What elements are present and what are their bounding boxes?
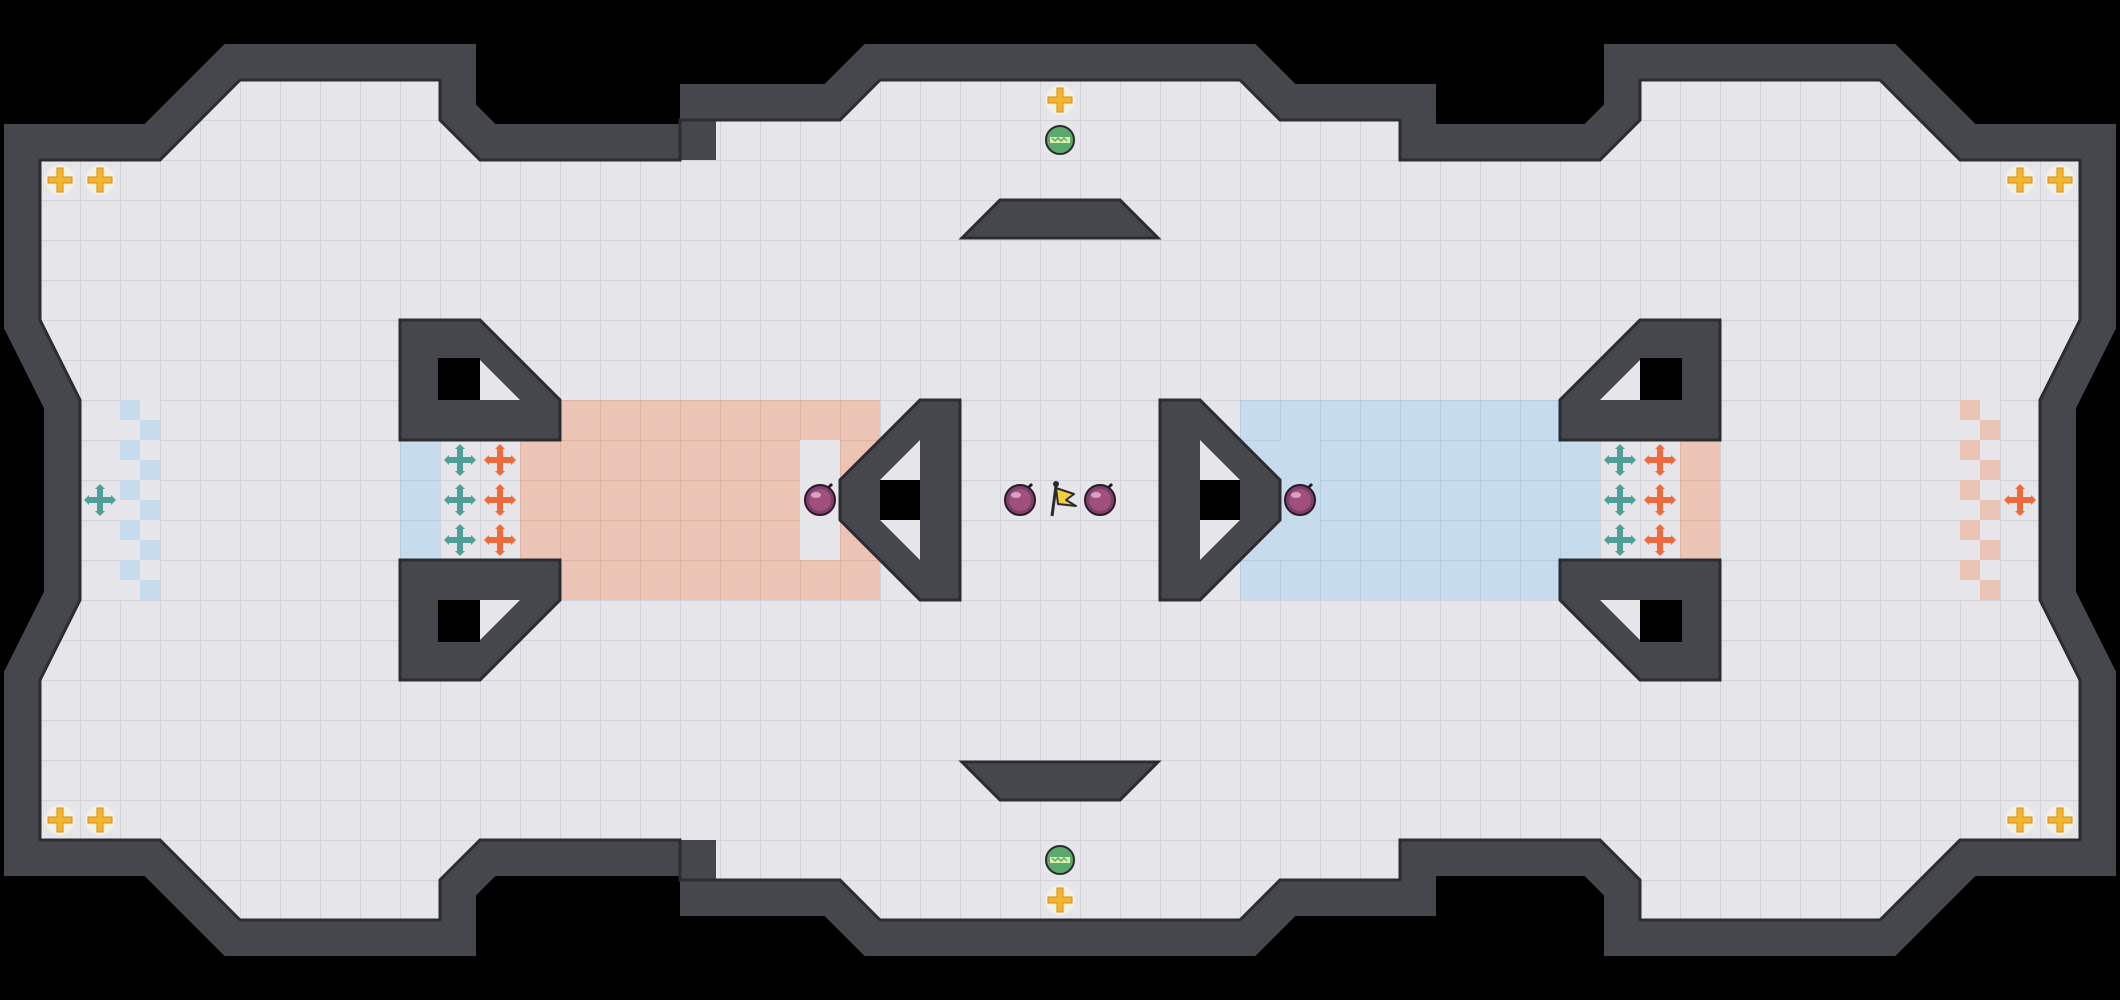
right-upper-wall-block bbox=[1558, 318, 1722, 442]
yellow-flag-icon bbox=[1050, 481, 1077, 517]
left-lower-wall-block bbox=[398, 558, 562, 682]
outer-wall bbox=[4, 44, 2116, 956]
blue-base-zone bbox=[120, 400, 1600, 600]
left-upper-wall-block bbox=[398, 318, 562, 442]
top-center-wall bbox=[958, 198, 1162, 240]
right-lower-wall-block bbox=[1558, 558, 1722, 682]
center-left-wall-block bbox=[838, 398, 962, 602]
red-base-zone bbox=[520, 400, 2000, 600]
bottom-center-wall bbox=[958, 760, 1162, 802]
center-right-wall-block bbox=[1158, 398, 1282, 602]
